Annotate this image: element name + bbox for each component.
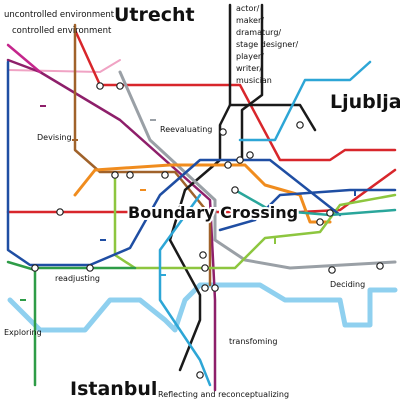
station-node[interactable] (326, 209, 334, 217)
hub-label: Boundary Crossing (128, 203, 298, 222)
station-node[interactable] (236, 156, 244, 164)
station-node[interactable] (96, 82, 104, 90)
station-devising: Devising (37, 133, 72, 142)
blue-line (6, 60, 342, 267)
station-node[interactable] (201, 264, 209, 272)
station-reevaluating: Reevaluating (160, 125, 212, 134)
role-item: player/ (236, 52, 264, 61)
black-line-branch (240, 3, 264, 162)
role-item: actor/ (236, 4, 260, 13)
station-node[interactable] (328, 266, 336, 274)
teal-line (233, 188, 397, 217)
cyan-line (238, 60, 372, 142)
black-line (168, 3, 232, 372)
station-ticks (20, 105, 356, 301)
station-reflecting: Reflecting and reconceptualizing (158, 390, 289, 399)
role-item: stage designer/ (236, 40, 299, 49)
station-node[interactable] (231, 186, 239, 194)
role-item: dramaturg/ (236, 28, 281, 37)
station-node[interactable] (56, 208, 64, 216)
grey-line (118, 70, 397, 270)
lime-line (113, 173, 397, 270)
station-node[interactable] (86, 264, 94, 272)
role-item: musician (236, 76, 272, 85)
roles-list: actor/ maker/ dramaturg/ stage designer/… (236, 4, 299, 85)
orange-line (73, 163, 332, 224)
black-line-east (228, 103, 317, 132)
magenta-line (6, 43, 42, 74)
station-node[interactable] (376, 262, 384, 270)
role-item: maker/ (236, 16, 264, 25)
city-ljubljana: Ljubljana (330, 91, 400, 113)
city-istanbul: Istanbul (70, 378, 157, 400)
blue-line-south (218, 188, 397, 232)
station-exploring: Exploring (4, 328, 42, 337)
station-transforming: transfoming (229, 337, 277, 346)
interchanges (31, 82, 384, 379)
station-node[interactable] (296, 121, 304, 129)
station-node[interactable] (224, 161, 232, 169)
legend-uncontrolled: uncontrolled environment (4, 10, 115, 20)
station-node[interactable] (201, 284, 209, 292)
station-node[interactable] (111, 171, 119, 179)
river-line (7, 282, 398, 333)
station-node[interactable] (161, 171, 169, 179)
station-deciding: Deciding (330, 280, 365, 289)
station-node[interactable] (211, 284, 219, 292)
station-node[interactable] (126, 171, 134, 179)
city-utrecht: Utrecht (114, 4, 195, 26)
role-item: writer/ (236, 64, 262, 73)
cyan-line-south (158, 193, 212, 387)
brown-line (73, 23, 212, 287)
station-node[interactable] (31, 264, 39, 272)
station-node[interactable] (116, 82, 124, 90)
station-node[interactable] (219, 128, 227, 136)
purple-line (6, 58, 217, 392)
station-node[interactable] (316, 218, 324, 226)
station-node[interactable] (246, 151, 254, 159)
legend-controlled: controlled environment (12, 26, 112, 36)
station-node[interactable] (196, 371, 204, 379)
station-readjusting: readjusting (55, 274, 100, 283)
station-node[interactable] (199, 251, 207, 259)
